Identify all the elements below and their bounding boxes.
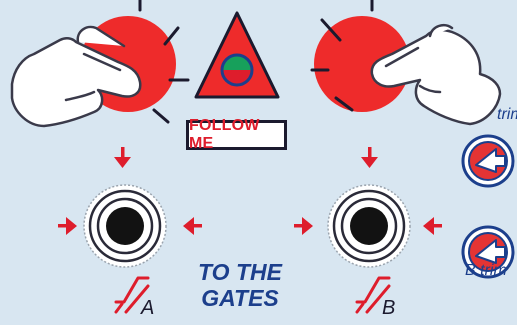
- to-the-gates-label: TO THE GATES: [185, 259, 295, 311]
- arrow-down-icon: [361, 147, 378, 168]
- follow-triangle-icon: [194, 11, 280, 99]
- arrow-right-icon: [58, 217, 77, 235]
- arrow-down-icon: [114, 147, 131, 168]
- pointing-hand-icon: [10, 25, 142, 128]
- gate-ramp-icon: [355, 276, 391, 314]
- input-b-label: B: [382, 297, 396, 319]
- trim-knob-icon[interactable]: [461, 225, 515, 279]
- trim-knob-icon[interactable]: [461, 134, 515, 188]
- jack-icon[interactable]: [327, 184, 411, 268]
- jack-icon[interactable]: [83, 184, 167, 268]
- input-a-label: A: [141, 297, 155, 319]
- arrow-right-icon: [294, 217, 313, 235]
- gates-line-1: TO THE: [198, 259, 282, 285]
- arrow-left-icon: [423, 217, 442, 235]
- gates-line-2: GATES: [201, 285, 279, 311]
- right-knob[interactable]: [310, 0, 410, 112]
- gate-ramp-icon: [114, 276, 150, 314]
- trim-label-top: trim: [497, 106, 517, 123]
- arrow-left-icon: [183, 217, 202, 235]
- pointing-hand-icon: [370, 24, 502, 126]
- trim-label-bottom: B trim: [465, 262, 507, 279]
- follow-me-label: FOLLOW ME: [186, 117, 287, 152]
